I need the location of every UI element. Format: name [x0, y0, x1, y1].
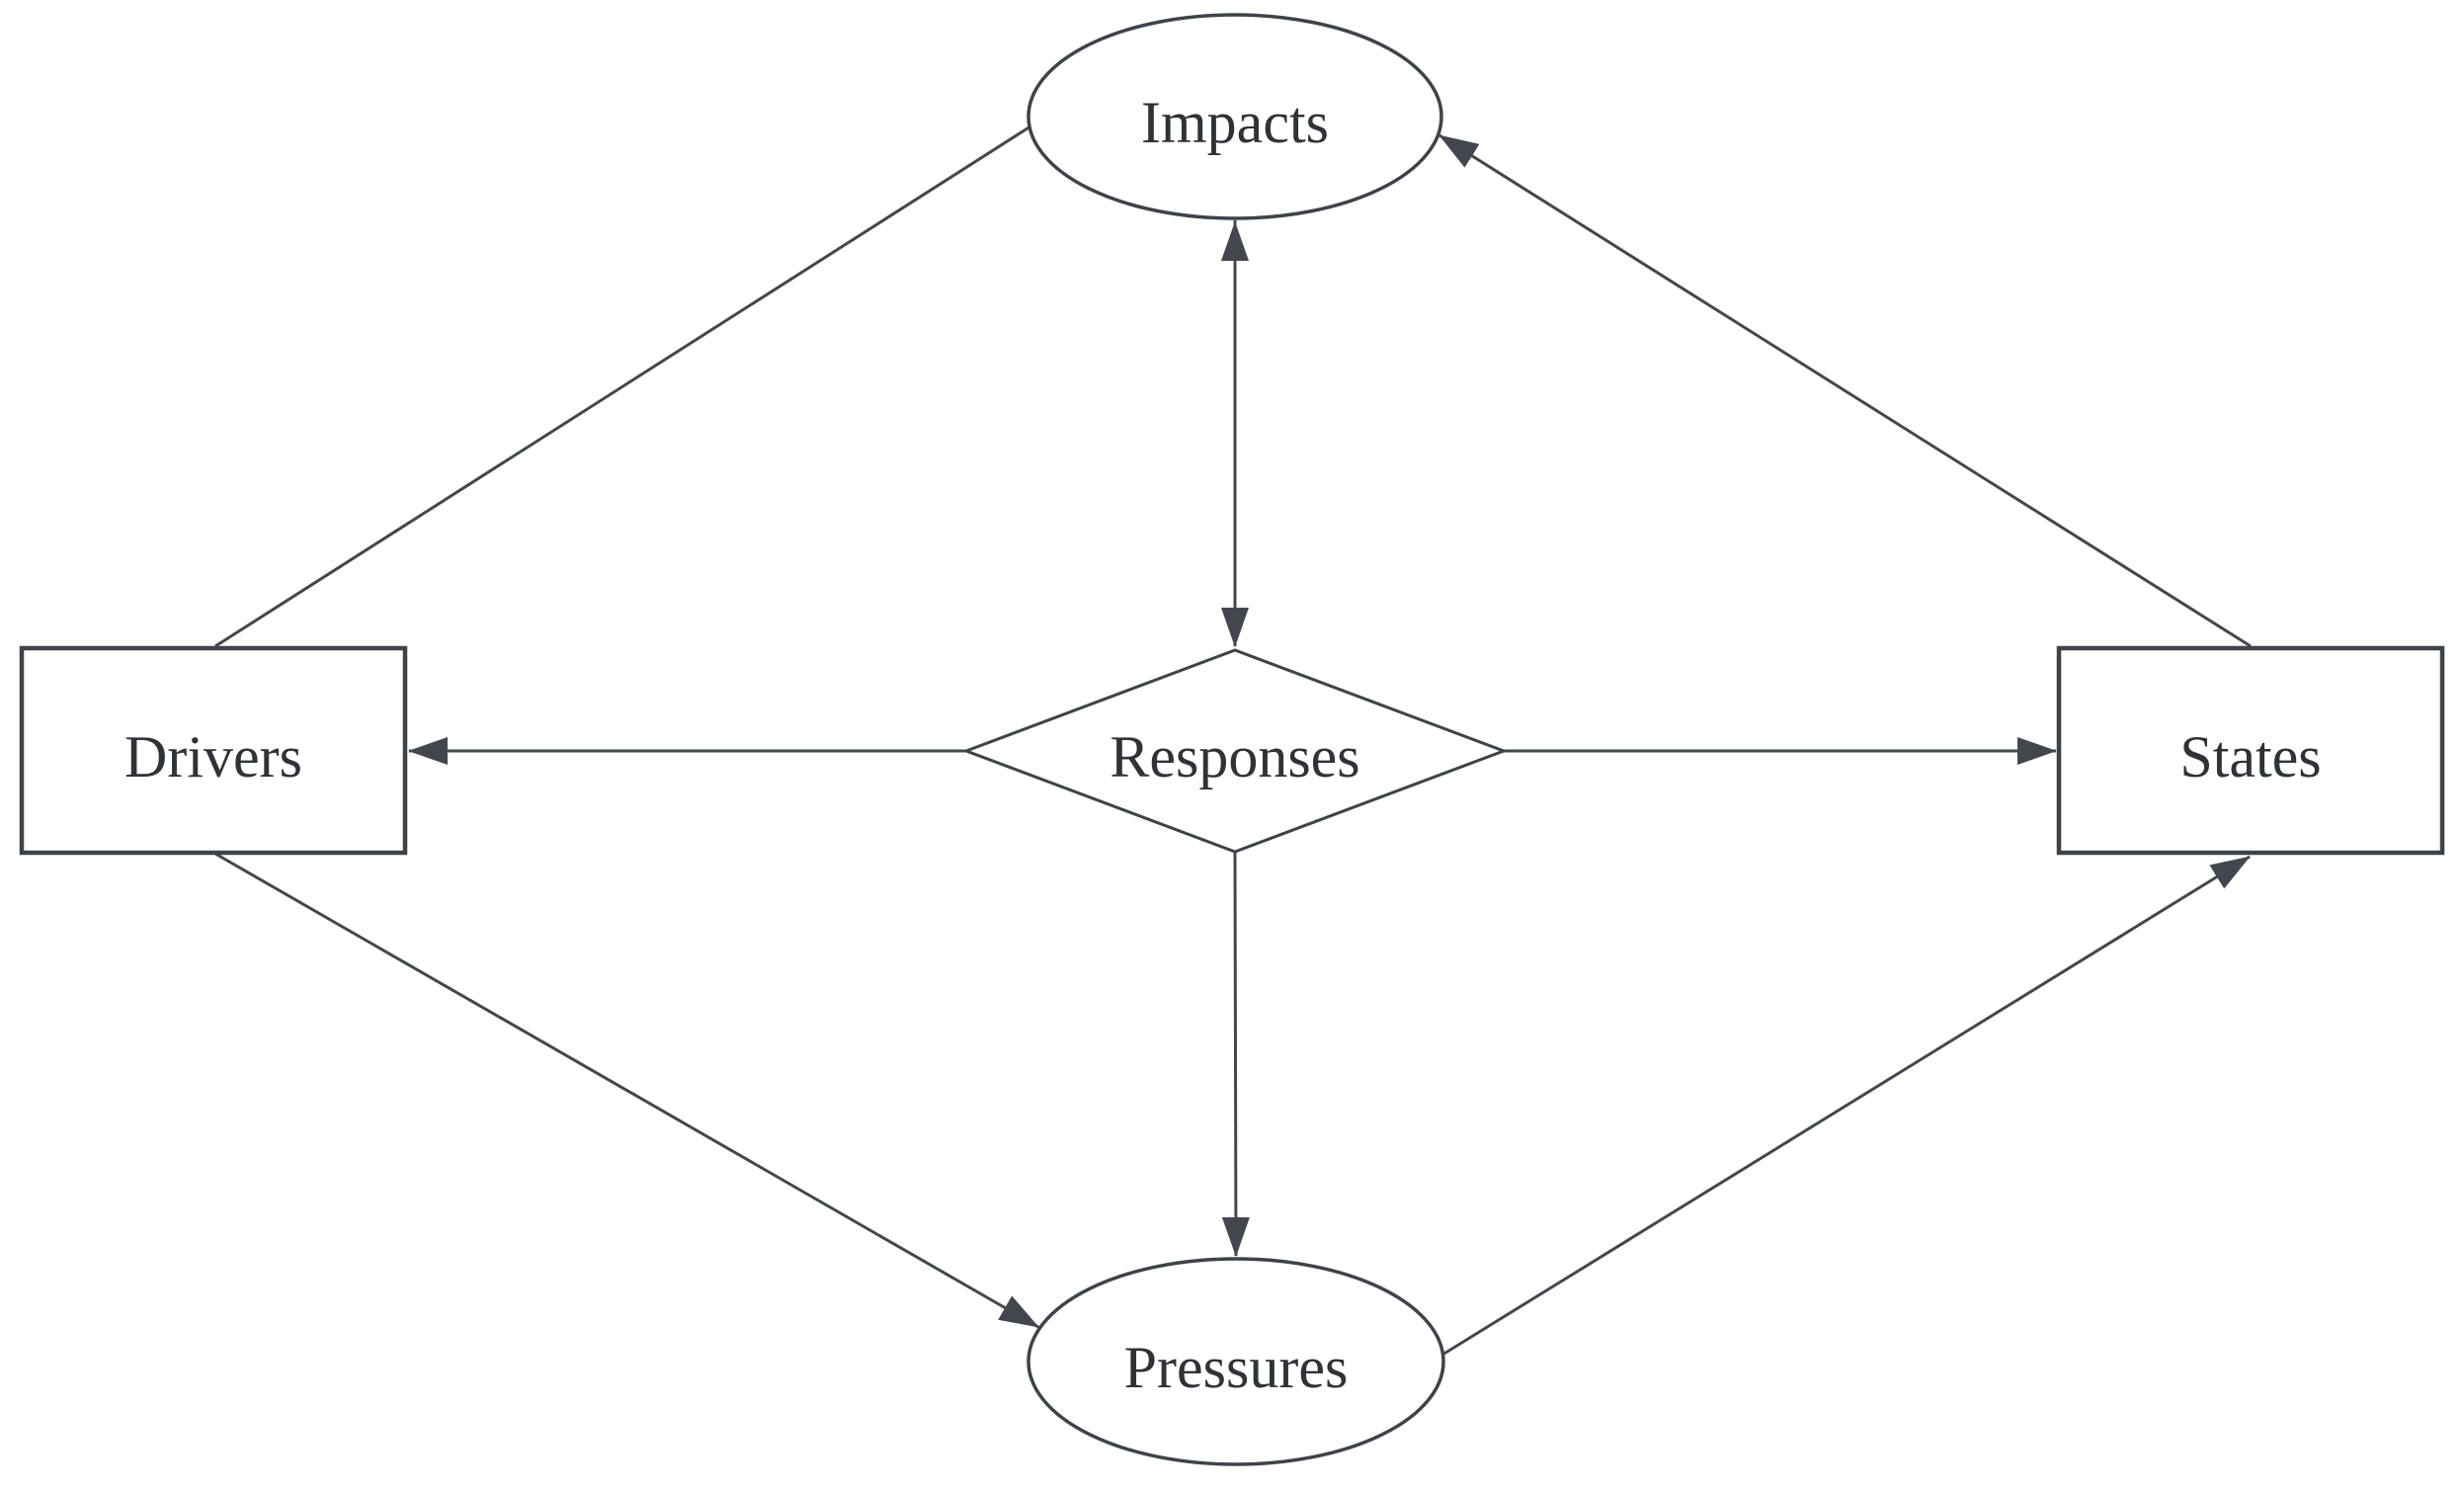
edge-drivers-to-pressures	[214, 852, 1039, 1329]
drivers-label: Drivers	[124, 724, 302, 789]
drivers-rect-shape	[19, 645, 408, 856]
pressures-node: Pressures	[1027, 1257, 1445, 1466]
responses-label: Responses	[1109, 724, 1359, 789]
edge-pressures-to-states	[1441, 855, 2251, 1357]
drivers-node: Drivers	[19, 645, 408, 856]
states-rect-shape	[2056, 645, 2445, 856]
impacts-ellipse-shape	[1027, 13, 1443, 220]
pressures-ellipse-shape	[1027, 1257, 1445, 1466]
impacts-label: Impacts	[1141, 90, 1329, 155]
edge-responses-to-pressures	[1221, 851, 1250, 1257]
pressures-label: Pressures	[1124, 1335, 1349, 1400]
states-label: States	[2179, 724, 2321, 789]
edge-drivers-impacts	[214, 124, 1031, 648]
nodes-layer: Impacts Drivers Responses States Pressur…	[19, 13, 2445, 1466]
responses-diamond-shape	[961, 648, 1509, 854]
edges-layer	[214, 124, 2252, 1357]
responses-node: Responses	[961, 648, 1509, 854]
impacts-node: Impacts	[1027, 13, 1443, 220]
edge-states-to-impacts	[1438, 133, 2252, 648]
states-node: States	[2056, 645, 2445, 856]
